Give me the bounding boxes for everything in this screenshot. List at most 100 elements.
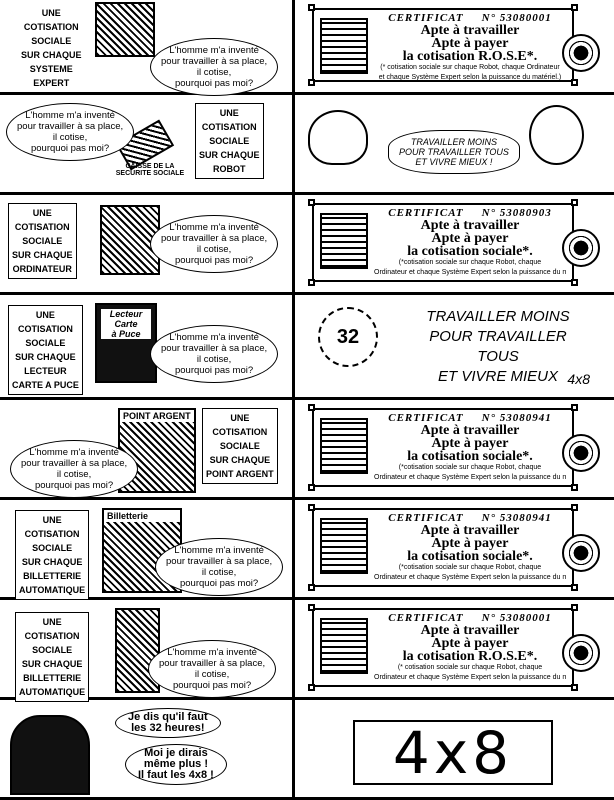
text-line: pour travailler à sa place,	[159, 658, 266, 669]
text-line: SUR CHAQUE	[21, 659, 83, 669]
seal-stamp-icon	[562, 434, 600, 472]
corner-mark	[571, 504, 578, 511]
text-line: pour travailler à sa place,	[21, 458, 128, 469]
certificate-line3: la cotisation sociale*.	[407, 449, 533, 464]
text-line: il cotise,	[201, 567, 237, 578]
certificate-note1: (*cotisation sociale sur chaque Robot, c…	[398, 464, 542, 471]
corner-mark	[308, 4, 315, 11]
text-line: ET VIVRE MIEUX !	[415, 157, 493, 167]
text-line: TRAVAILLER MOINS	[426, 308, 570, 325]
corner-mark	[571, 684, 578, 691]
text-line: EXPERT	[33, 78, 70, 88]
machine-label: POINT ARGENT	[120, 410, 194, 422]
certificate-line3: la cotisation R.O.S.E*.	[402, 649, 538, 664]
text-line: Il faut les 4x8 !	[138, 769, 214, 781]
text-line: les 32 heures!	[131, 722, 205, 734]
text-line: SUR CHAQUE	[199, 150, 260, 160]
text-line: BILLETTERIE	[23, 571, 82, 581]
head-right-icon	[529, 105, 584, 165]
machine-label: Billetterie	[104, 510, 180, 522]
text-line: pourquoi pas moi?	[174, 365, 254, 376]
certificate-note2: et chaque Système Expert selon la puissa…	[378, 74, 562, 81]
text-line: L'homme m'a inventé	[169, 332, 259, 343]
computer-icon	[320, 213, 368, 269]
text-line: UNE	[42, 515, 62, 525]
text-line: pour travailler à sa place,	[166, 556, 273, 567]
text-line: COTISATION	[14, 222, 70, 232]
text-line: SUR CHAQUE	[21, 50, 82, 60]
certificate-line3: la cotisation R.O.S.E*.	[402, 49, 538, 64]
text-line: COTISATION	[24, 529, 80, 539]
computer-icon	[320, 518, 368, 574]
certificate-title-text: CERTIFICAT	[388, 512, 464, 524]
text-line: POUR TRAVAILLER TOUS	[399, 147, 509, 157]
text-line: Carte	[114, 319, 138, 329]
certificate-title-text: CERTIFICAT	[388, 12, 464, 24]
certificate-title-text: CERTIFICAT	[388, 612, 464, 624]
text-line: il cotise,	[196, 244, 232, 255]
text-line: POUR TRAVAILLER TOUS	[429, 328, 567, 365]
text-line: COTISATION	[201, 122, 257, 132]
certificate-number: N° 53080941	[481, 512, 552, 524]
text-line: pour travailler à sa place,	[161, 56, 268, 67]
corner-mark	[308, 684, 315, 691]
certificate-line3: la cotisation sociale*.	[407, 549, 533, 564]
corner-mark	[571, 199, 578, 206]
certificate-line2: Apte à payer	[431, 231, 509, 246]
corner-mark	[571, 79, 578, 86]
text-line: UNE	[42, 617, 62, 627]
text-line: SUR CHAQUE	[12, 250, 73, 260]
certificate-line2: Apte à payer	[431, 536, 509, 551]
text-line: L'homme m'a inventé	[167, 647, 257, 658]
text-line: CAISSE DE LA	[125, 163, 175, 170]
text-line: il cotise,	[194, 669, 230, 680]
text-line: COTISATION	[212, 427, 268, 437]
text-line: SOCIALE	[32, 645, 73, 655]
text-line: même plus !	[143, 758, 208, 770]
corner-mark	[308, 504, 315, 511]
text-line: SYSTEME	[29, 64, 73, 74]
certificate-note2: Ordinateur et chaque Système Expert selo…	[374, 674, 566, 681]
text-line: ROBOT	[213, 164, 246, 174]
seal-stamp-icon	[562, 34, 600, 72]
text-line: COTISATION	[24, 631, 80, 641]
text-line: AUTOMATIQUE	[19, 585, 86, 595]
text-line: L'homme m'a inventé	[25, 110, 115, 121]
text-line: TRAVAILLER MOINS	[410, 137, 497, 147]
text-line: CARTE A PUCE	[12, 380, 79, 390]
text-line: AUTOMATIQUE	[19, 687, 86, 697]
text-line: UNE	[219, 108, 239, 118]
